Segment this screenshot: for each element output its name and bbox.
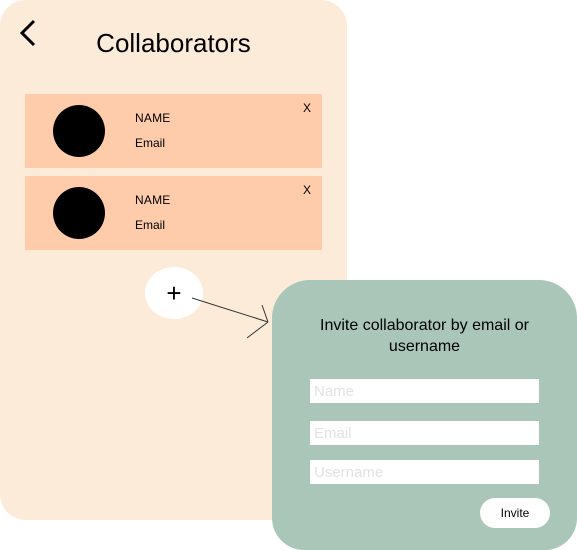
collaborator-name: NAME (135, 193, 171, 207)
collaborator-card: NAME Email X (25, 176, 322, 250)
collaborator-card: NAME Email X (25, 94, 322, 168)
collaborator-name: NAME (135, 111, 171, 125)
invite-dialog-title: Invite collaborator by email or username (320, 317, 529, 355)
avatar (53, 187, 105, 239)
collaborators-panel: Collaborators NAME Email X NAME Email X … (0, 0, 347, 520)
email-field[interactable] (310, 421, 539, 445)
collaborator-email: Email (135, 136, 166, 150)
avatar (53, 105, 105, 157)
page-title: Collaborators (96, 28, 251, 58)
add-collaborator-button[interactable]: + (145, 267, 203, 319)
back-button[interactable] (14, 18, 42, 48)
invite-button[interactable]: Invite (480, 498, 550, 528)
username-field[interactable] (310, 460, 539, 484)
collaborator-email: Email (135, 218, 166, 232)
remove-collaborator-button[interactable]: X (302, 101, 311, 115)
invite-dialog: Invite collaborator by email or username… (272, 280, 577, 550)
chevron-left-icon (19, 19, 36, 47)
remove-collaborator-button[interactable]: X (302, 183, 311, 197)
name-field[interactable] (310, 379, 539, 403)
